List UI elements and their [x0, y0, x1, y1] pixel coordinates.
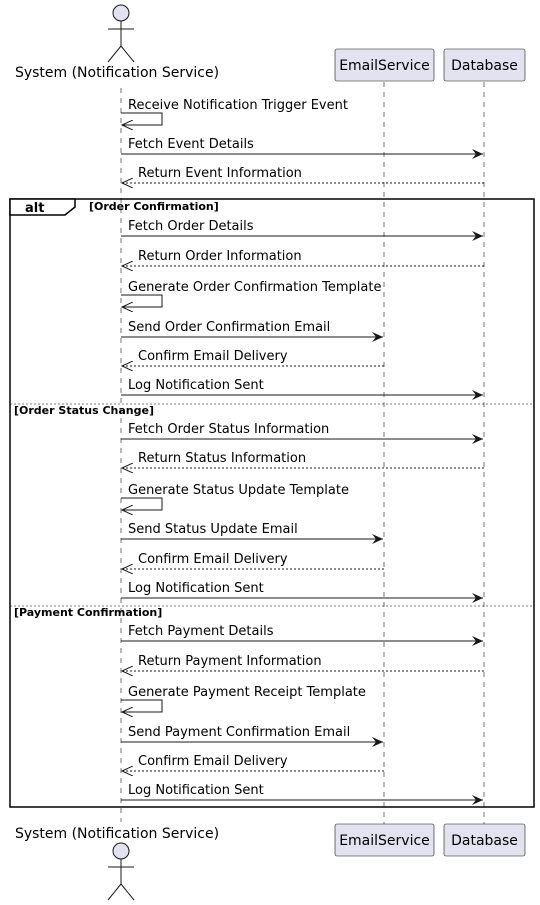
self-message-arrow [121, 112, 163, 125]
message: Generate Status Update Template [121, 483, 349, 510]
participant-email-top: EmailService [334, 48, 435, 82]
participant-label-system-top: System (Notification Service) [15, 65, 219, 81]
message: Send Order Confirmation Email [121, 320, 383, 342]
actor-system-top: System (Notification Service) [15, 4, 219, 81]
message-label: Return Event Information [138, 166, 302, 181]
message: Return Order Information [122, 249, 484, 266]
message: Fetch Payment Details [121, 624, 483, 646]
message-label: Return Payment Information [138, 654, 322, 669]
participant-email-bottom: EmailService [334, 823, 435, 857]
actor-system-bottom: System (Notification Service) [15, 826, 219, 901]
alt-guard: [Order Status Change] [14, 404, 154, 417]
message: Log Notification Sent [121, 783, 483, 805]
message-label: Receive Notification Trigger Event [128, 98, 348, 113]
message-label: Return Status Information [138, 451, 306, 466]
participant-label-db-top: Database [451, 58, 518, 74]
self-message-arrow [121, 699, 163, 712]
participant-label-db-bottom: Database [451, 833, 518, 849]
message: Receive Notification Trigger Event [121, 98, 348, 125]
message: Confirm Email Delivery [122, 349, 384, 366]
self-message-arrow [121, 294, 163, 307]
alt-frame-tab [9, 198, 76, 216]
message-label: Fetch Order Details [128, 219, 254, 234]
message: Log Notification Sent [121, 378, 483, 400]
message-label: Fetch Event Details [128, 137, 254, 152]
self-message-arrow [121, 497, 163, 510]
participant-db-top: Database [443, 48, 526, 82]
message: Return Event Information [122, 166, 484, 183]
message-label: Confirm Email Delivery [138, 754, 288, 769]
message: Fetch Event Details [121, 137, 483, 159]
alt-guard: [Payment Confirmation] [14, 606, 162, 619]
message-label: Send Status Update Email [128, 522, 298, 537]
alt-guard: [Order Confirmation] [89, 200, 219, 213]
alt-frame-border [9, 198, 535, 808]
message: Generate Order Confirmation Template [121, 280, 381, 307]
message: Fetch Order Details [121, 219, 483, 241]
alt-keyword: alt [25, 201, 44, 216]
message: Confirm Email Delivery [122, 754, 384, 771]
message: Return Payment Information [122, 654, 484, 671]
message: Send Payment Confirmation Email [121, 725, 383, 747]
message: Log Notification Sent [121, 581, 483, 603]
message: Generate Payment Receipt Template [121, 685, 366, 712]
participant-label-system-bottom: System (Notification Service) [15, 826, 219, 842]
message-label: Generate Order Confirmation Template [128, 280, 381, 295]
message-label: Log Notification Sent [128, 378, 264, 393]
message-label: Send Order Confirmation Email [128, 320, 330, 335]
message: Return Status Information [122, 451, 484, 468]
alt-frame: alt [Order Confirmation] [Order Status C… [9, 198, 535, 808]
message: Fetch Order Status Information [121, 422, 483, 444]
message: Send Status Update Email [121, 522, 383, 544]
message-label: Generate Payment Receipt Template [128, 685, 366, 700]
message-label: Log Notification Sent [128, 581, 264, 596]
actor-stick-figure-icon [107, 4, 135, 63]
participant-label-email-top: EmailService [339, 58, 430, 74]
actor-stick-figure-icon [107, 842, 135, 901]
message-label: Send Payment Confirmation Email [128, 725, 350, 740]
message-label: Confirm Email Delivery [138, 349, 288, 364]
messages-layer: Receive Notification Trigger EventFetch … [121, 98, 484, 805]
participant-db-bottom: Database [443, 823, 526, 857]
message-label: Return Order Information [138, 249, 302, 264]
message-label: Fetch Payment Details [128, 624, 274, 639]
participant-label-email-bottom: EmailService [339, 833, 430, 849]
message-label: Fetch Order Status Information [128, 422, 329, 437]
message-label: Log Notification Sent [128, 783, 264, 798]
message-label: Confirm Email Delivery [138, 552, 288, 567]
message: Confirm Email Delivery [122, 552, 384, 569]
message-label: Generate Status Update Template [128, 483, 349, 498]
